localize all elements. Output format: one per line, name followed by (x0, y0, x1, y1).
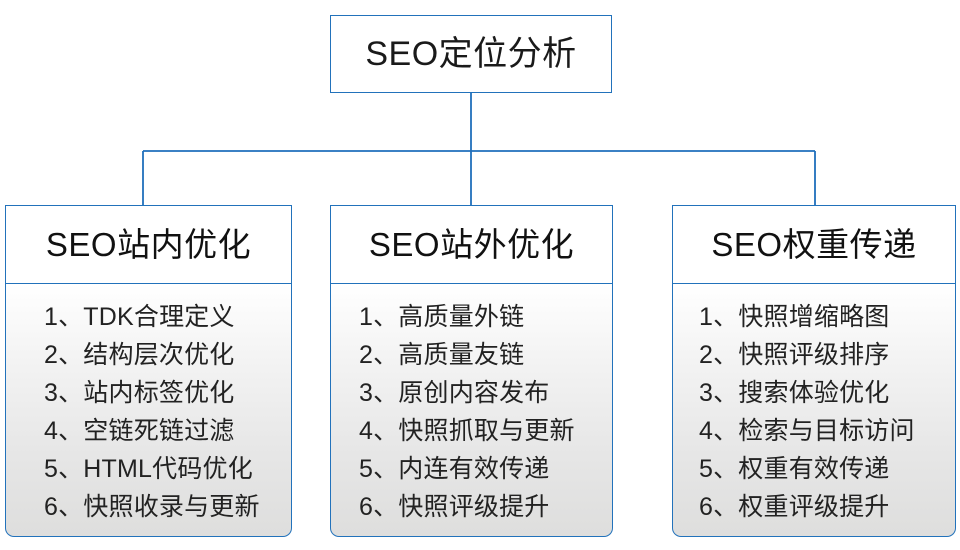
list-item: 1、高质量外链 (359, 303, 525, 331)
list-item: 6、快照评级提升 (359, 493, 550, 521)
list-item: 6、快照收录与更新 (44, 493, 260, 521)
list-item: 3、原创内容发布 (359, 379, 550, 407)
list-item: 5、权重有效传递 (699, 455, 890, 483)
list-item: 5、HTML代码优化 (44, 455, 253, 483)
branch-list-3: 1、快照增缩略图 2、快照评级排序 3、搜索体验优化 4、检索与目标访问 5、权… (672, 284, 956, 537)
list-item: 3、搜索体验优化 (699, 379, 890, 407)
list-item: 1、TDK合理定义 (44, 303, 235, 331)
branch-list-1: 1、TDK合理定义 2、结构层次优化 3、站内标签优化 4、空链死链过滤 5、H… (5, 284, 292, 537)
branch-column-1: SEO站内优化 1、TDK合理定义 2、结构层次优化 3、站内标签优化 4、空链… (5, 205, 292, 537)
branch-header-title-1: SEO站内优化 (45, 226, 252, 263)
list-item: 3、站内标签优化 (44, 379, 235, 407)
list-item: 6、权重评级提升 (699, 493, 890, 521)
list-item: 4、空链死链过滤 (44, 417, 235, 445)
branch-header-3[interactable]: SEO权重传递 (672, 205, 956, 284)
branch-header-2[interactable]: SEO站外优化 (330, 205, 613, 284)
list-item: 2、高质量友链 (359, 341, 525, 369)
branch-list-2: 1、高质量外链 2、高质量友链 3、原创内容发布 4、快照抓取与更新 5、内连有… (330, 284, 613, 537)
list-item: 4、检索与目标访问 (699, 417, 915, 445)
list-item: 2、快照评级排序 (699, 341, 890, 369)
list-item: 1、快照增缩略图 (699, 303, 890, 331)
list-item: 5、内连有效传递 (359, 455, 550, 483)
root-node[interactable]: SEO定位分析 (330, 15, 612, 93)
list-item: 4、快照抓取与更新 (359, 417, 575, 445)
branch-column-2: SEO站外优化 1、高质量外链 2、高质量友链 3、原创内容发布 4、快照抓取与… (330, 205, 613, 537)
branch-header-title-2: SEO站外优化 (368, 226, 575, 263)
branch-column-3: SEO权重传递 1、快照增缩略图 2、快照评级排序 3、搜索体验优化 4、检索与… (672, 205, 956, 537)
branch-header-1[interactable]: SEO站内优化 (5, 205, 292, 284)
branch-header-title-3: SEO权重传递 (711, 226, 917, 263)
list-item: 2、结构层次优化 (44, 341, 235, 369)
root-node-title: SEO定位分析 (365, 35, 577, 73)
